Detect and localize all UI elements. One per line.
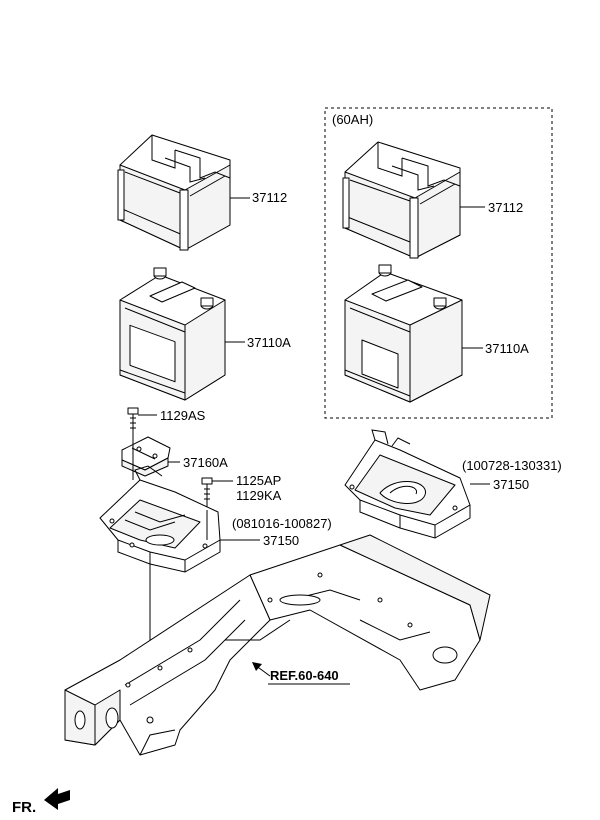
label-tray-right: 37150 xyxy=(493,477,529,492)
battery-left xyxy=(119,267,226,401)
label-cover-left: 37112 xyxy=(252,190,287,205)
variant-box-60ah xyxy=(324,107,553,419)
battery-tray-left xyxy=(99,465,221,573)
battery-cover-left xyxy=(117,134,231,251)
label-bracket: 37160A xyxy=(183,455,228,470)
battery-cover-right xyxy=(342,141,461,259)
label-bolt-mid-2: 1129KA xyxy=(236,488,282,503)
label-tray-left: 37150 xyxy=(263,533,299,548)
label-tray-left-range: (081016-100827) xyxy=(232,516,332,531)
label-battery-right: 37110A xyxy=(485,341,529,356)
label-battery-left: 37110A xyxy=(247,335,291,350)
battery-tray-right xyxy=(344,429,471,539)
label-bolt-mid-1: 1125AP xyxy=(236,473,281,488)
label-tray-right-range: (100728-130331) xyxy=(462,458,562,473)
label-bolt-top: 1129AS xyxy=(160,408,206,423)
battery-right xyxy=(344,264,463,403)
box-title: (60AH) xyxy=(332,112,373,127)
bracket-37160a xyxy=(121,436,171,477)
bolt-1129as xyxy=(127,407,139,436)
label-cover-right: 37112 xyxy=(488,200,523,215)
vehicle-frame xyxy=(64,534,491,756)
front-arrow-icon xyxy=(44,788,70,810)
label-ref: REF.60-640 xyxy=(270,668,339,683)
ref-arrowhead xyxy=(252,662,262,671)
label-front: FR. xyxy=(12,799,36,816)
